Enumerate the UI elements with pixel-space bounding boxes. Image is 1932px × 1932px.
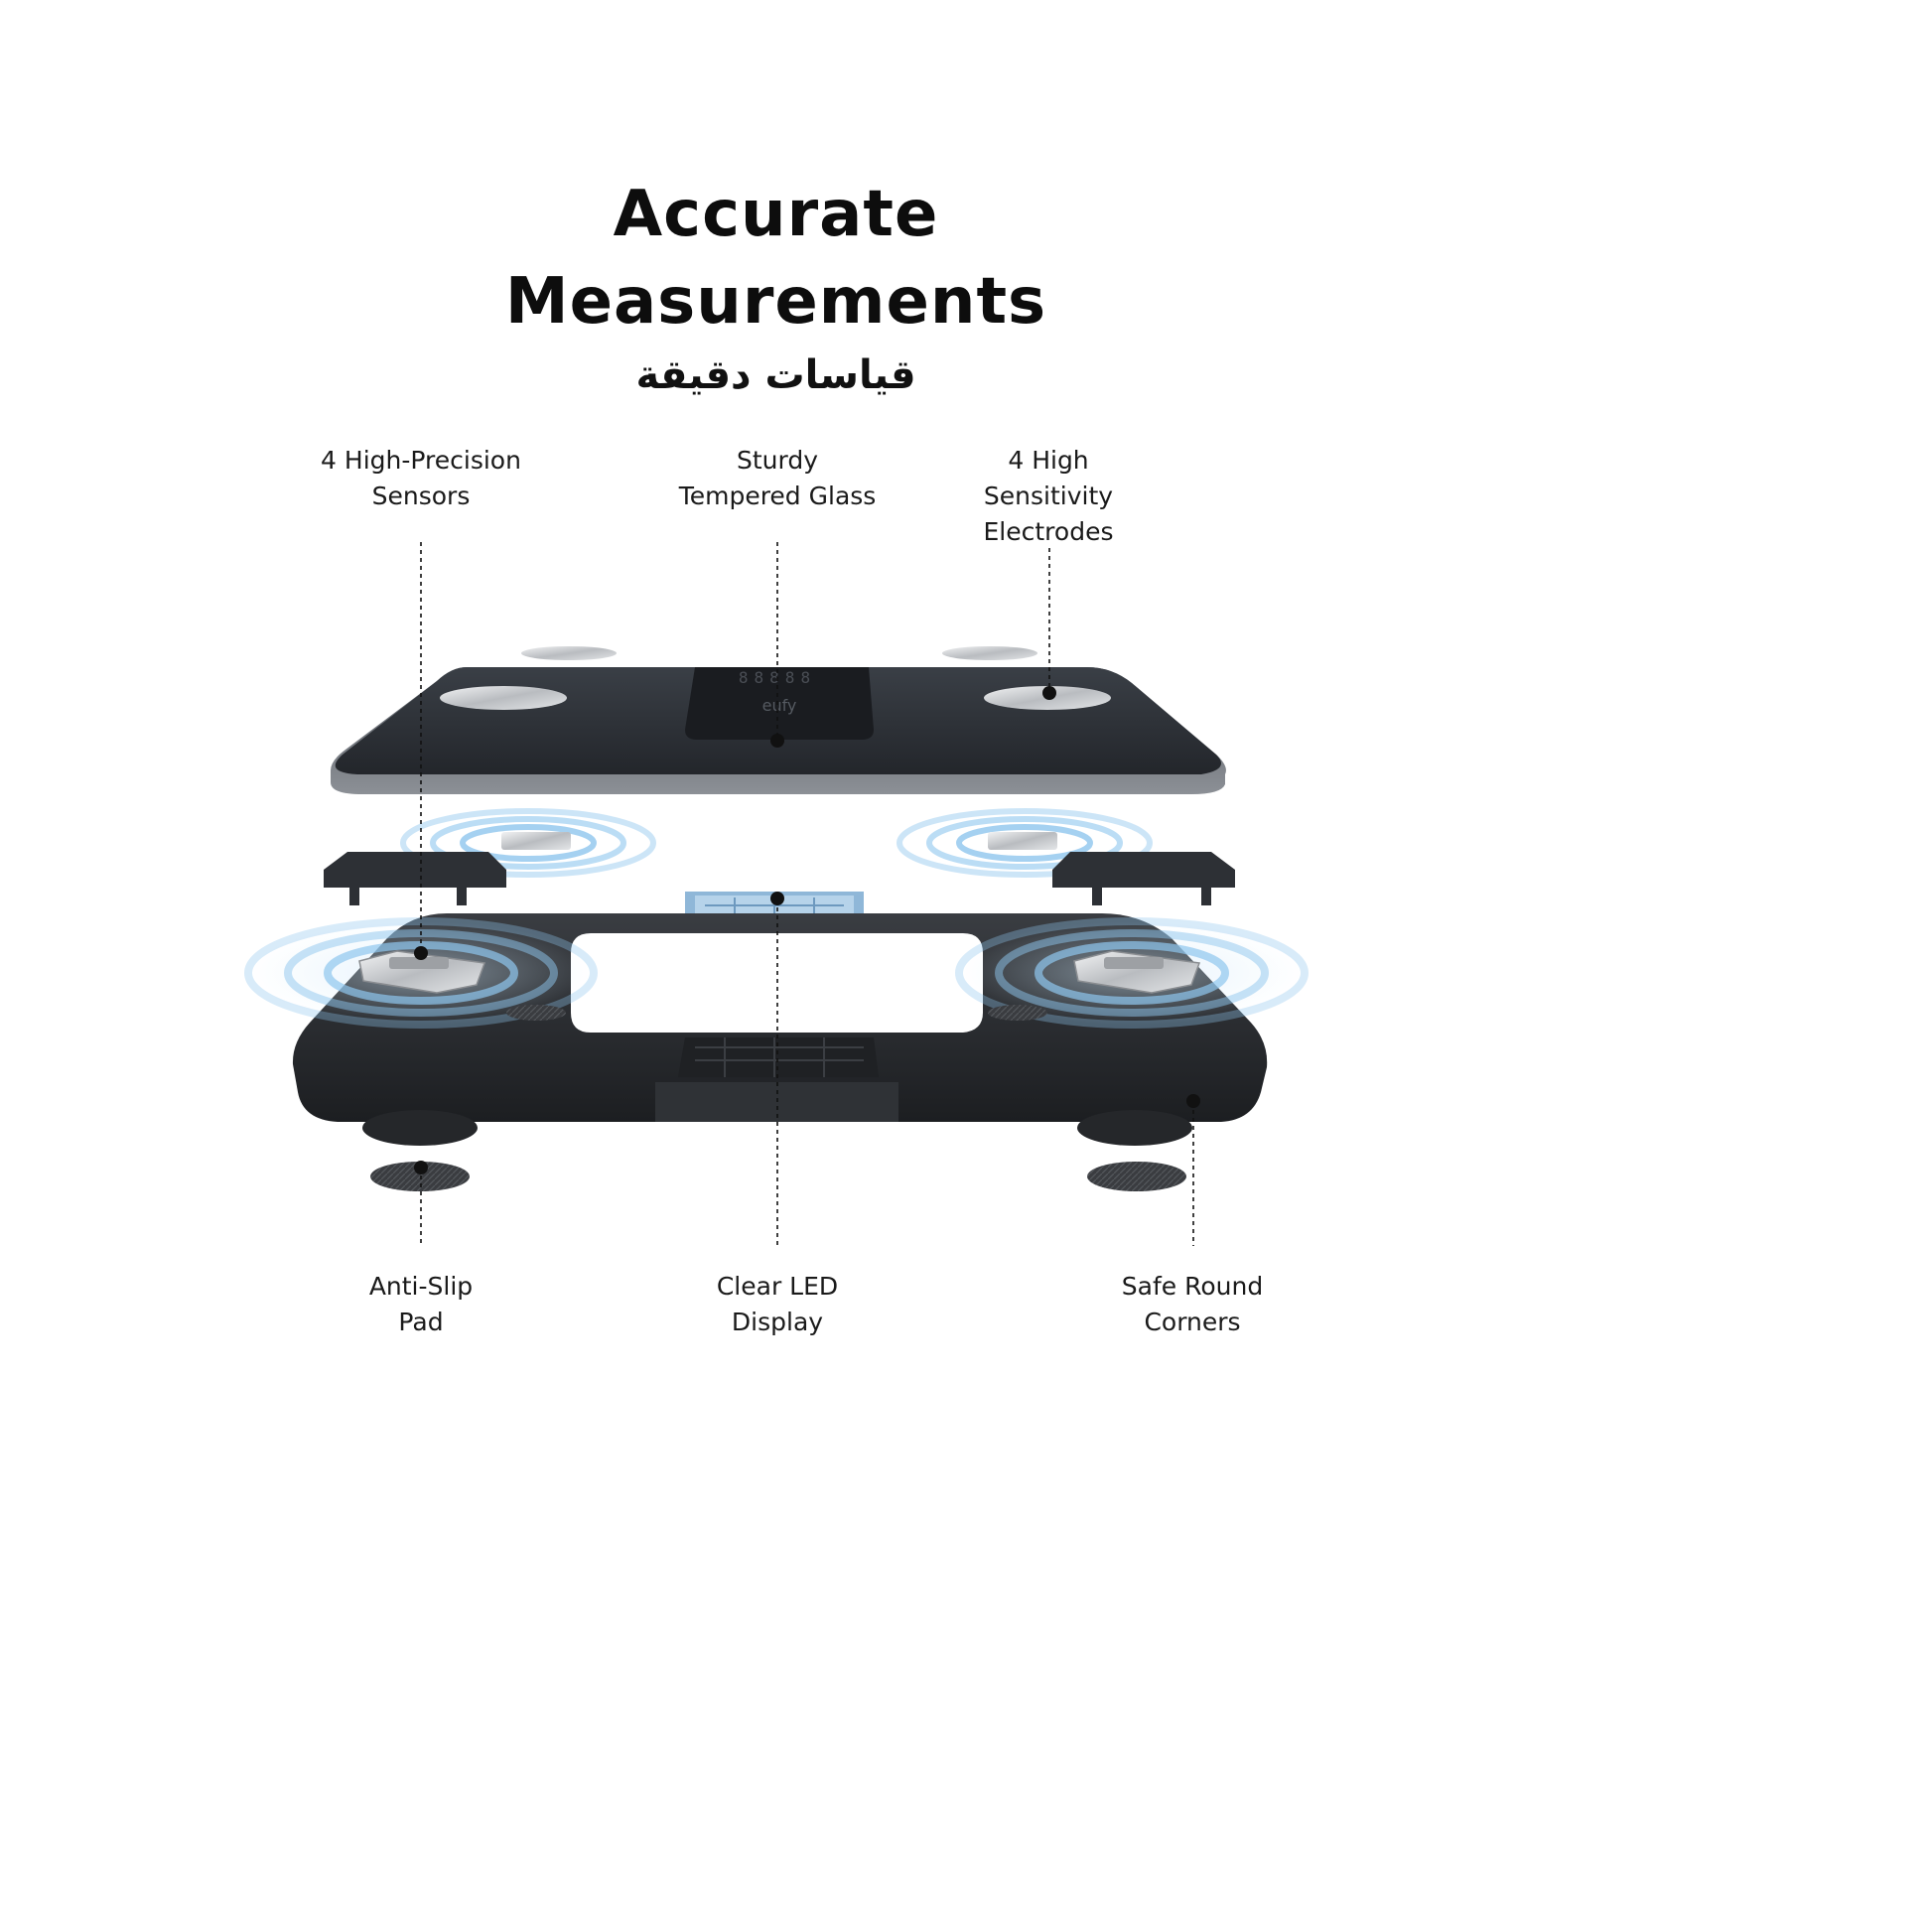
title-line-1: Accurate [613, 178, 939, 251]
callout-electrodes-line3: Electrodes [983, 517, 1114, 546]
scale-exploded-diagram: 88888 eufy [244, 542, 1309, 1246]
callout-sensors-line2: Sensors [371, 482, 471, 510]
callout-sensors: 4 High-Precision Sensors [272, 443, 570, 514]
electrode-top-left [521, 646, 617, 660]
callout-display-line1: Clear LED [716, 1272, 839, 1301]
callout-glass-line1: Sturdy [736, 446, 819, 475]
electrode-glass-left [440, 686, 567, 710]
anchor-dots [414, 686, 1200, 1174]
frame-pad-left [506, 1005, 566, 1021]
corner-cap-left [324, 852, 506, 905]
anti-slip-pad-left [370, 1162, 470, 1191]
callout-pad-line1: Anti-Slip [368, 1272, 474, 1301]
title-block: Accurate Measurements قياسات دقيقة [0, 171, 1552, 405]
dot-glass [770, 734, 784, 748]
dot-corners [1186, 1094, 1200, 1108]
callout-display-line2: Display [731, 1308, 824, 1336]
dot-sensors [414, 946, 428, 960]
load-sensor-right [1073, 950, 1201, 994]
callout-electrodes-line2: Sensitivity [983, 482, 1114, 510]
sensor-small-right [988, 832, 1057, 850]
foot-left [362, 1110, 478, 1146]
callout-pad: Anti-Slip Pad [302, 1269, 540, 1340]
dot-pad [414, 1161, 428, 1174]
frame-pad-right [988, 1005, 1047, 1021]
callout-display: Clear LED Display [658, 1269, 897, 1340]
title-line-2: Measurements [504, 265, 1047, 339]
callout-corners: Safe Round Corners [1063, 1269, 1321, 1340]
corner-cap-right [1052, 852, 1235, 905]
callout-electrodes: 4 High Sensitivity Electrodes [929, 443, 1168, 550]
foot-right [1077, 1110, 1192, 1146]
callout-pad-line2: Pad [398, 1308, 444, 1336]
signal-waves-upper-right [897, 808, 1153, 878]
leader-lines [420, 542, 1194, 1246]
callout-glass-line2: Tempered Glass [678, 482, 877, 510]
signal-waves-upper-left [400, 808, 656, 878]
brand-logo: eufy [762, 696, 797, 715]
callout-corners-line1: Safe Round [1121, 1272, 1264, 1301]
sensor-small-left [501, 832, 571, 850]
anti-slip-pad-right [1087, 1162, 1186, 1191]
display-window [685, 667, 874, 740]
dot-electrodes [1042, 686, 1056, 700]
led-digits-ghost: 88888 [739, 668, 816, 687]
arabic-subtitle: قياسات دقيقة [635, 352, 916, 398]
dot-display [770, 892, 784, 905]
callout-electrodes-line1: 4 High [1008, 446, 1089, 475]
tempered-glass-plate: 88888 eufy [331, 667, 1226, 794]
electrode-top-right [942, 646, 1037, 660]
callout-corners-line2: Corners [1144, 1308, 1241, 1336]
callout-sensors-line1: 4 High-Precision [321, 446, 521, 475]
load-sensor-left [358, 950, 486, 994]
callout-glass: Sturdy Tempered Glass [628, 443, 926, 514]
